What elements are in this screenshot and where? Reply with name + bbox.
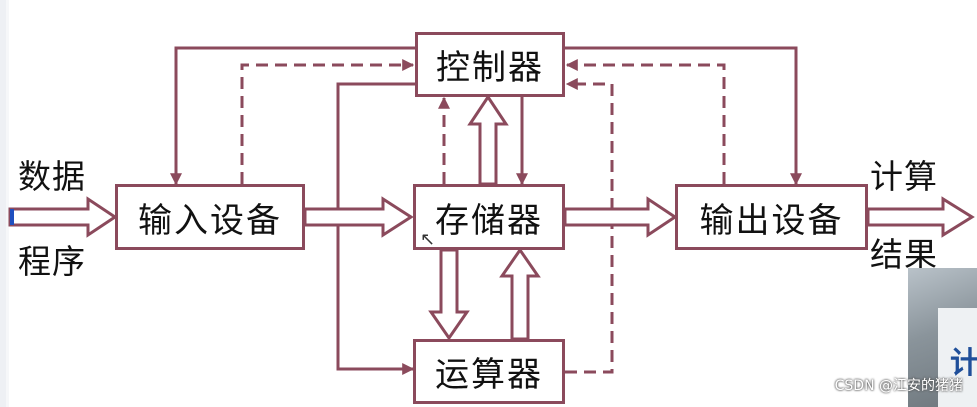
hollow-arrow-memory-to-alu xyxy=(428,248,470,341)
hollow-arrow-memory-to-controller xyxy=(467,94,509,186)
input-device-box: 输入设备 xyxy=(115,184,305,250)
mouse-cursor-icon: ↖ xyxy=(420,229,436,250)
left-edge-strip xyxy=(0,0,6,407)
thumbnail-glyph: 计 xyxy=(950,346,977,381)
left-edge-strip-inner xyxy=(6,0,9,407)
alu-label: 运算器 xyxy=(435,355,543,395)
hollow-arrow-alu-to-memory xyxy=(499,247,541,341)
hollow-arrow-result-out xyxy=(866,196,975,238)
controller-box: 控制器 xyxy=(415,32,565,97)
result-label: 结果 xyxy=(870,235,938,274)
control-line-to-output xyxy=(565,46,802,186)
status-line-alu-to-controller xyxy=(565,78,614,374)
program-label: 程序 xyxy=(18,242,86,281)
output-device-label: 输出设备 xyxy=(699,200,844,241)
control-line-to-input xyxy=(170,46,415,186)
compute-label: 计算 xyxy=(870,157,938,196)
memory-box: 存储器 xyxy=(413,184,565,250)
alu-box: 运算器 xyxy=(413,339,565,404)
thumbnail-board xyxy=(938,308,977,407)
hollow-arrow-memory-to-output xyxy=(563,196,678,238)
data-label: 数据 xyxy=(18,157,86,196)
controller-label: 控制器 xyxy=(436,48,544,88)
status-line-output-to-controller xyxy=(565,59,726,184)
hollow-arrow-data-in xyxy=(8,196,118,238)
watermark-text: CSDN @江安的猪猪 xyxy=(834,378,963,394)
hollow-arrow-input-to-memory xyxy=(303,196,414,238)
status-line-input-to-controller xyxy=(240,59,415,184)
output-device-box: 输出设备 xyxy=(675,184,868,250)
video-overlay-thumbnail: 计 xyxy=(908,268,977,407)
input-device-label: 输入设备 xyxy=(138,200,282,241)
memory-label: 存储器 xyxy=(435,200,543,241)
input-marker xyxy=(10,209,14,225)
